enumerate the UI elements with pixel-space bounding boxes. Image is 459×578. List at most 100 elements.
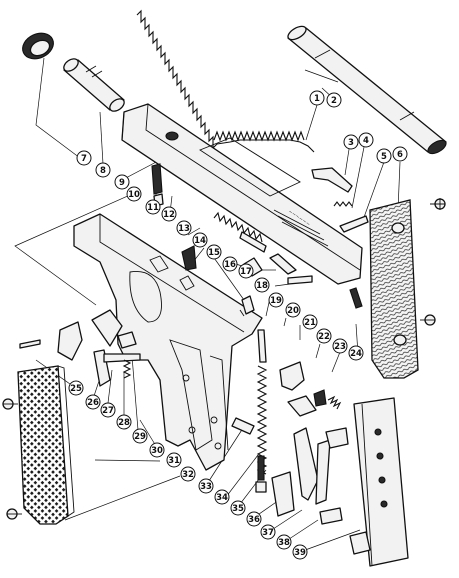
callout-circle	[276, 534, 292, 550]
callout-circle	[214, 489, 230, 505]
callout-number: 16	[224, 260, 236, 270]
magazine-catch-parts	[271, 427, 349, 525]
callout-number: 15	[208, 248, 220, 258]
grip-screws	[2, 198, 446, 520]
callout-number: 5	[381, 152, 387, 162]
callout-circle	[316, 328, 332, 344]
callout-circle	[176, 220, 192, 236]
callout-circle	[132, 428, 148, 444]
callout-number: 11	[147, 203, 159, 213]
callout-number: 21	[304, 318, 316, 328]
callout-circle	[358, 132, 374, 148]
callout-circle	[145, 199, 161, 215]
hammer-strut-and-spring	[231, 329, 268, 493]
callout-number: 26	[87, 398, 99, 408]
callout-17: 17	[238, 263, 254, 279]
callout-7: 7	[76, 150, 92, 166]
callout-number: 24	[350, 349, 362, 359]
callout-37: 37	[260, 524, 276, 540]
callout-number: 38	[278, 538, 290, 548]
callout-circle	[100, 402, 116, 418]
callout-35: 35	[230, 500, 246, 516]
callout-29: 29	[132, 428, 148, 444]
callout-8: 8	[95, 162, 111, 178]
callout-number: 6	[397, 150, 403, 160]
callout-18: 18	[254, 277, 270, 293]
callout-number: 36	[248, 515, 260, 525]
callout-circle	[192, 232, 208, 248]
muzzle-bushing-nut	[22, 32, 54, 60]
callout-number: 30	[151, 446, 163, 456]
grip-pin	[349, 287, 363, 309]
callout-number: 3	[348, 138, 354, 148]
callout-number: 2	[331, 96, 337, 106]
callout-15: 15	[206, 244, 222, 260]
callout-circle	[95, 162, 111, 178]
left-grip-panel	[17, 365, 75, 525]
callout-circle	[85, 394, 101, 410]
callout-number: 13	[178, 224, 190, 234]
callout-number: 25	[70, 384, 82, 394]
callout-number: 1	[314, 94, 320, 104]
callout-4: 4	[358, 132, 374, 148]
callout-number: 23	[334, 342, 346, 352]
recoil-spring	[136, 9, 315, 153]
callout-25: 25	[68, 380, 84, 396]
callout-number: 31	[168, 456, 180, 466]
callout-number: 4	[363, 136, 369, 146]
callout-circle	[76, 150, 92, 166]
callout-circle	[326, 92, 342, 108]
callout-number: 22	[318, 332, 330, 342]
callout-circle	[230, 500, 246, 516]
frame	[73, 213, 263, 471]
callout-number: 37	[262, 528, 274, 538]
callout-number: 32	[182, 470, 194, 480]
right-grip-panel	[369, 199, 419, 379]
barrel	[287, 25, 447, 155]
callout-3: 3	[343, 134, 359, 150]
extractor-spring-pin	[151, 163, 164, 207]
callout-1: 1	[309, 90, 325, 106]
callout-21: 21	[302, 314, 318, 330]
callout-circle	[116, 414, 132, 430]
callout-circle	[309, 90, 325, 106]
callout-28: 28	[116, 414, 132, 430]
callout-circle	[126, 186, 142, 202]
callout-number: 19	[270, 296, 282, 306]
callout-number: 20	[287, 306, 299, 316]
callout-6: 6	[392, 146, 408, 162]
callout-circle	[246, 511, 262, 527]
callout-22: 22	[316, 328, 332, 344]
callout-27: 27	[100, 402, 116, 418]
callout-12: 12	[161, 206, 177, 222]
callout-2: 2	[326, 92, 342, 108]
callout-number: 7	[81, 154, 87, 164]
slide: ~~~~~~	[121, 103, 363, 285]
hammer-and-sear	[279, 361, 342, 417]
callout-circle	[332, 338, 348, 354]
callout-circle	[285, 302, 301, 318]
callout-circle	[238, 263, 254, 279]
callout-20: 20	[285, 302, 301, 318]
callout-26: 26	[85, 394, 101, 410]
callout-14: 14	[192, 232, 208, 248]
callout-circle	[392, 146, 408, 162]
sear-parts-top	[311, 167, 369, 233]
callout-circle	[254, 277, 270, 293]
callout-number: 34	[216, 493, 228, 503]
magazine	[349, 397, 409, 567]
callout-30: 30	[149, 442, 165, 458]
callout-circle	[149, 442, 165, 458]
barrel-bushing	[63, 58, 125, 112]
callout-number: 29	[134, 432, 146, 442]
callout-circle	[222, 256, 238, 272]
callout-39: 39	[292, 544, 308, 560]
callout-5: 5	[376, 148, 392, 164]
callout-24: 24	[348, 345, 364, 361]
callout-circle	[292, 544, 308, 560]
callout-circle	[206, 244, 222, 260]
callout-number: 18	[256, 281, 268, 291]
callout-circle	[302, 314, 318, 330]
